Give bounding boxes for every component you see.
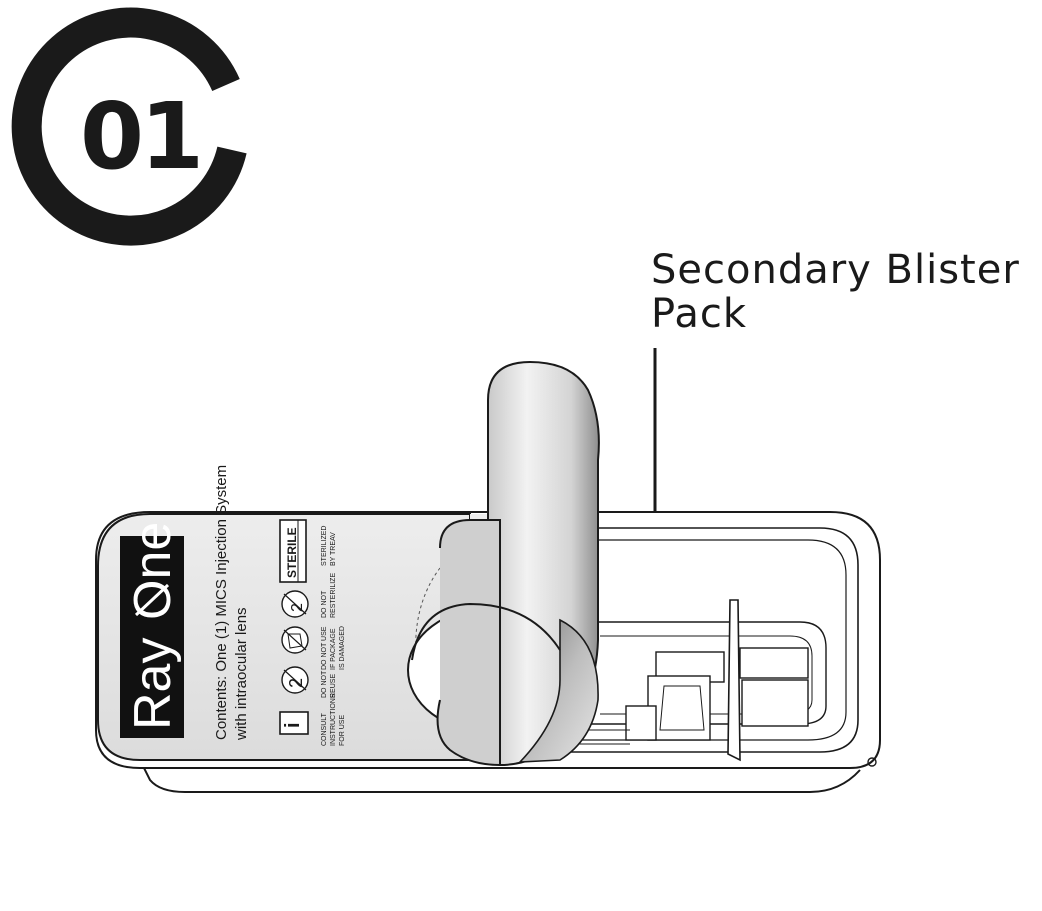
resterilize-line-2: RESTERILIZE <box>330 573 337 618</box>
reuse-symbol: 2 <box>286 678 306 688</box>
step-badge: 01 <box>11 7 247 246</box>
do-not-reuse-icon: 2 <box>281 666 309 694</box>
resterilize-line-1: DO NOT <box>321 590 328 618</box>
sterile-label: STERILE <box>285 527 299 578</box>
contents-line-2: with intraocular lens <box>233 607 250 741</box>
damaged-line-3: IS DAMAGED <box>339 626 346 670</box>
callout-line-2: Pack <box>651 291 747 337</box>
info-book-icon: i <box>279 711 309 735</box>
sterilize-symbol: 2 <box>289 603 306 612</box>
peeled-flap <box>411 360 600 767</box>
instructions-line-3: FOR USE <box>339 715 346 746</box>
callout-label: Secondary Blister Pack <box>651 248 1020 336</box>
damaged-line-1: DO NOT USE <box>321 626 328 670</box>
step-ring-icon <box>11 7 247 246</box>
brand-name-right: One <box>124 522 182 620</box>
info-symbol: i <box>282 722 304 728</box>
sterile-method-line-2: BY TREAV <box>330 532 337 566</box>
contents-line-1: Contents: One (1) MICS Injection System <box>213 465 230 740</box>
damaged-line-2: IF PACKAGE <box>330 628 337 670</box>
brand-logo <box>120 536 184 738</box>
brand-name-left: Ray <box>124 638 182 730</box>
damaged-package-icon <box>281 626 309 654</box>
step-number: 01 <box>80 83 200 190</box>
sterile-badge: STERILE <box>279 519 307 583</box>
reuse-line-1: DO NOT <box>321 670 328 698</box>
sterile-method-line-1: STERILIZED <box>321 526 328 566</box>
instructions-line-1: CONSULT <box>321 712 328 746</box>
instructions-line-2: INSTRUCTIONS <box>330 693 337 746</box>
do-not-resterilize-icon: 2 <box>281 590 309 618</box>
reuse-line-2: REUSE <box>330 674 337 698</box>
callout-line-1: Secondary Blister <box>651 247 1020 293</box>
